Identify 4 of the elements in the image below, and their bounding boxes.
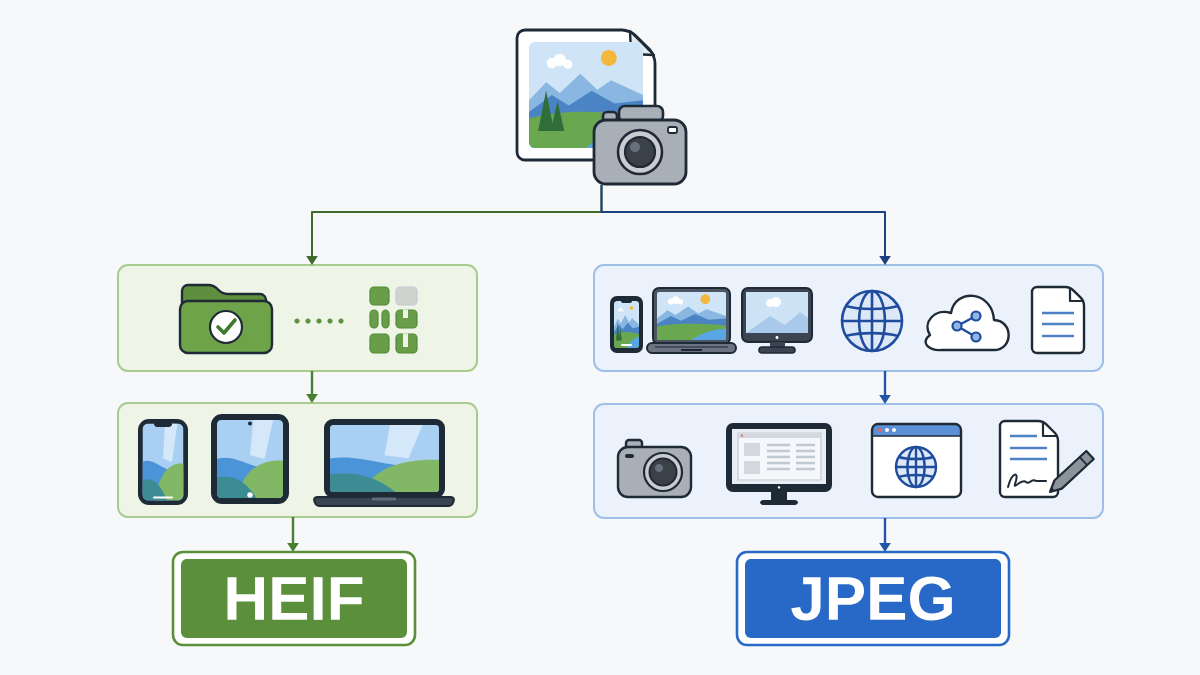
- image-file-camera-icon: [515, 28, 688, 186]
- arrow: [600, 184, 891, 265]
- format-box: HEIF: [171, 550, 417, 647]
- format-box: JPEG: [735, 550, 1011, 647]
